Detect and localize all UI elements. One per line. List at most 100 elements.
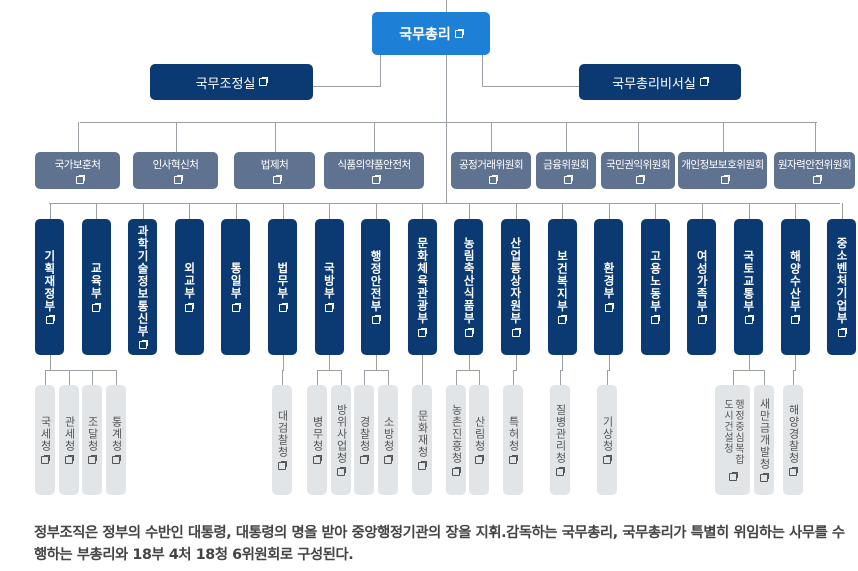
external-link-icon [138,340,148,350]
agency-box-label: 산림청 [473,416,487,452]
office-box[interactable]: 국무조정실 [150,64,313,100]
ministry-box[interactable]: 여성가족부 [687,219,717,355]
ministry-box-label: 외교부 [182,262,197,300]
agency-box-label: 방위사업청 [335,404,349,464]
agency-box[interactable]: 경찰청 [354,385,374,495]
agency-box[interactable]: 산림청 [469,385,489,495]
unit-box[interactable]: 국가보훈처 [35,152,120,189]
unit-box[interactable]: 공정거래위원회 [451,152,531,189]
connector-line [282,370,283,385]
connector-line [607,370,608,385]
connector-line [722,122,724,152]
agency-box[interactable]: 병무청 [307,385,327,495]
connector-line [364,370,389,371]
office-box[interactable]: 국무총리비서실 [579,64,741,100]
agency-box[interactable]: 기상청 [597,385,617,495]
connector-line [374,122,375,152]
unit-box-label: 국가보훈처 [54,159,101,171]
unit-box[interactable]: 금융위원회 [536,152,596,189]
unit-box[interactable]: 개인정보보호위원회 [678,152,767,189]
connector-line [116,370,117,385]
agency-box-label: 질병관리청 [554,404,568,464]
agency-box[interactable]: 농촌진흥청 [446,385,466,495]
ministry-box-label: 행정안전부 [369,249,383,313]
agency-box[interactable]: 행정중심복합도시건설청 [715,385,750,495]
external-link-icon [720,175,730,184]
unit-box-label: 국민권익위원회 [605,159,671,171]
connector-line [456,370,480,371]
units-bus [80,122,817,123]
external-link-icon [278,302,288,312]
ministry-box[interactable]: 국토교통부 [734,219,763,355]
ministry-box[interactable]: 농림축산식품부 [454,219,484,355]
connector-line [560,370,561,385]
connector-line [142,203,144,219]
agency-box[interactable]: 문화재청 [412,385,432,495]
connector-line [655,203,657,219]
agency-box-label: 특허청 [507,416,521,452]
agency-box-label: 기상청 [601,416,615,452]
agency-box-label: 대검찰청 [276,410,290,458]
agency-box[interactable]: 특허청 [503,385,523,495]
ministry-box-label: 법무부 [275,262,290,300]
agency-box[interactable]: 조달청 [82,385,102,495]
ministry-box[interactable]: 고용노동부 [640,219,670,355]
ministry-box-label: 여성가족부 [695,249,710,313]
ministry-box[interactable]: 외교부 [174,219,204,355]
ministry-box[interactable]: 문화체육관광부 [407,219,437,355]
external-link-icon [558,315,568,325]
ministry-box[interactable]: 교육부 [81,219,111,355]
ministry-box[interactable]: 중소벤처기업부 [827,219,857,355]
connector-line [375,355,377,370]
prime-minister-box[interactable]: 국무총리 [372,12,490,55]
connector-line [491,122,492,152]
ministry-box-label: 교육부 [89,262,104,300]
connector-line [45,370,117,371]
ministry-box[interactable]: 통일부 [221,219,251,355]
ministry-box[interactable]: 산업통상자원부 [501,219,530,355]
unit-box-label: 금융위원회 [543,159,589,171]
connector-line [748,355,750,370]
external-link-icon [556,467,565,476]
agency-box[interactable]: 새만금개발청 [754,385,774,495]
agency-box[interactable]: 통계청 [106,385,126,495]
agency-box-label: 통계청 [110,416,124,452]
external-link-icon [789,467,798,476]
ministry-box-label: 문화체육관광부 [415,237,430,325]
external-link-icon [360,455,369,464]
connector-line [341,370,342,385]
connector-line [45,370,46,385]
external-link-icon [173,175,183,184]
ministry-box[interactable]: 보건복지부 [547,219,577,355]
unit-box[interactable]: 식품의약품안전처 [324,152,424,189]
ministry-box[interactable]: 과학기술정보통신부 [128,219,158,355]
agency-box[interactable]: 소방청 [378,385,398,495]
agency-box[interactable]: 해양경찰청 [783,385,803,495]
ministry-box[interactable]: 법무부 [268,219,297,355]
unit-box[interactable]: 법제처 [234,152,315,189]
agency-box-label: 새만금개발청 [758,398,772,470]
ministry-box[interactable]: 기획재정부 [35,219,64,355]
connector-line [49,203,51,219]
ministry-box[interactable]: 환경부 [594,219,624,355]
unit-box[interactable]: 원자력안전위원회 [774,152,855,189]
ministry-box[interactable]: 국방부 [314,219,344,355]
external-link-icon [604,302,614,312]
agency-box[interactable]: 대검찰청 [272,385,292,495]
agency-box[interactable]: 질병관리청 [550,385,570,495]
ministry-box[interactable]: 해양수산부 [780,219,810,355]
connector-line [764,370,765,385]
external-link-icon [325,302,335,312]
external-link-icon [464,327,474,337]
external-link-icon [88,455,97,464]
agency-box[interactable]: 국세청 [35,385,55,495]
unit-box[interactable]: 국민권익위원회 [601,152,675,189]
connector-line [313,86,381,87]
agency-box[interactable]: 방위사업청 [331,385,351,495]
connector-line [329,355,331,370]
connector-line [795,355,797,370]
ministry-box[interactable]: 행정안전부 [361,219,391,355]
agency-box[interactable]: 관세청 [59,385,79,495]
unit-box[interactable]: 인사혁신처 [133,152,218,189]
connector-line [422,355,424,370]
